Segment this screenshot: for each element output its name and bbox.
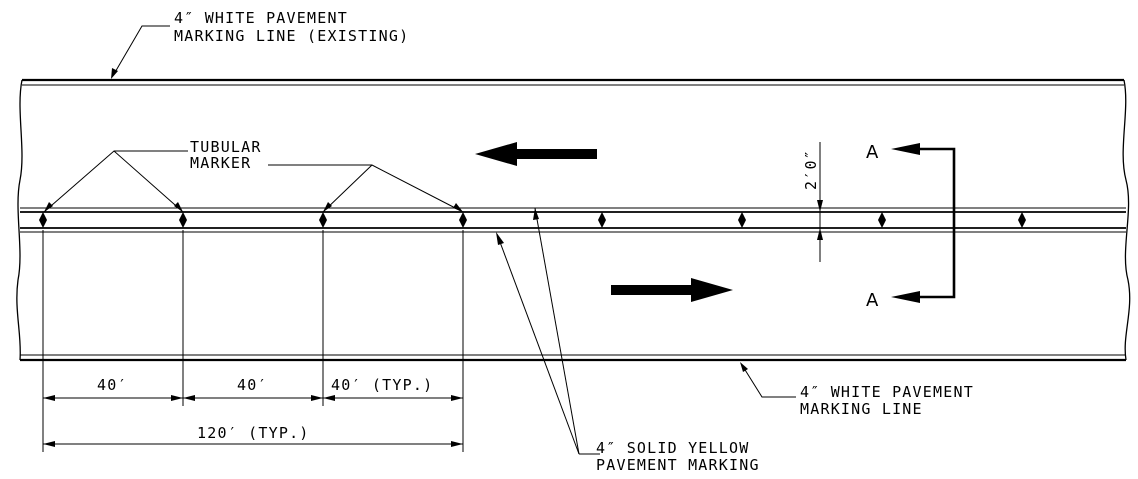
bottom-white-label-line1: 4″ WHITE PAVEMENT [800, 383, 974, 401]
tubular-markers [39, 212, 1026, 228]
tubular-marker-2 [179, 212, 187, 228]
tubular-marker-5 [598, 212, 606, 228]
dim40-arrow-6 [451, 395, 463, 401]
leader-yellow-1 [496, 233, 580, 455]
yellow-label-line2: PAVEMENT MARKING [596, 456, 760, 474]
leader-tubular-arrow-2 [174, 202, 183, 212]
yellow-label-line1: 4″ SOLID YELLOW [596, 439, 749, 457]
tubular-label-line2: MARKER [190, 154, 251, 172]
section-label-bottom: A [866, 290, 879, 311]
dim-40-label-a: 40′ [97, 376, 128, 394]
right-break-line [1122, 79, 1131, 361]
tubular-marker-1 [39, 212, 47, 228]
leader-top-white-arrow [111, 68, 118, 79]
leader-tubular-arrow-1 [44, 202, 53, 212]
dim40-arrow-3 [183, 395, 195, 401]
dim40-arrow-5 [323, 395, 335, 401]
left-break-line [16, 79, 23, 361]
dim40-arrow-2 [171, 395, 183, 401]
section-arrow-top [891, 143, 920, 155]
offset-tick-bottom [817, 228, 823, 240]
dim-40-label-b: 40′ [237, 376, 268, 394]
offset-dimension-label: 2′0″ [802, 149, 820, 190]
leader-tubular-right [322, 164, 464, 213]
section-cut-line [918, 147, 956, 299]
dim-40-typ-label: 40′ (TYP.) [331, 376, 433, 394]
tubular-marker-3 [319, 212, 327, 228]
tubular-marker-6 [738, 212, 746, 228]
dim120-arrow-right [451, 441, 463, 447]
left-traffic-arrow [475, 142, 597, 166]
leader-tubular-arrow-4 [453, 203, 463, 212]
leader-tubular-left [43, 150, 184, 213]
top-white-label-line2: MARKING LINE (EXISTING) [174, 27, 409, 45]
leader-yellow-arrow-1 [496, 232, 504, 245]
tubular-marker-7 [878, 212, 886, 228]
tubular-marker-4 [459, 212, 467, 228]
right-traffic-arrow [611, 278, 733, 302]
leader-bottom-white [741, 364, 796, 398]
dim40-arrow-4 [311, 395, 323, 401]
leader-tubular-arrow-3 [323, 202, 332, 212]
leader-yellow-2 [534, 207, 580, 455]
leader-top-white [113, 25, 170, 75]
dim120-arrow-left [43, 441, 55, 447]
tubular-marker-8 [1018, 212, 1026, 228]
offset-tick-top [817, 200, 823, 212]
leader-yellow-arrow-2 [533, 208, 539, 220]
section-label-top: A [866, 142, 879, 163]
tubular-label-line1: TUBULAR [190, 138, 262, 156]
dim-120-label: 120′ (TYP.) [197, 424, 310, 442]
section-arrow-bottom [891, 291, 920, 303]
leader-bottom-white-arrow [740, 362, 748, 372]
top-white-label-line1: 4″ WHITE PAVEMENT [174, 9, 348, 27]
dim40-arrow-1 [43, 395, 55, 401]
bottom-white-label-line2: MARKING LINE [800, 400, 923, 418]
